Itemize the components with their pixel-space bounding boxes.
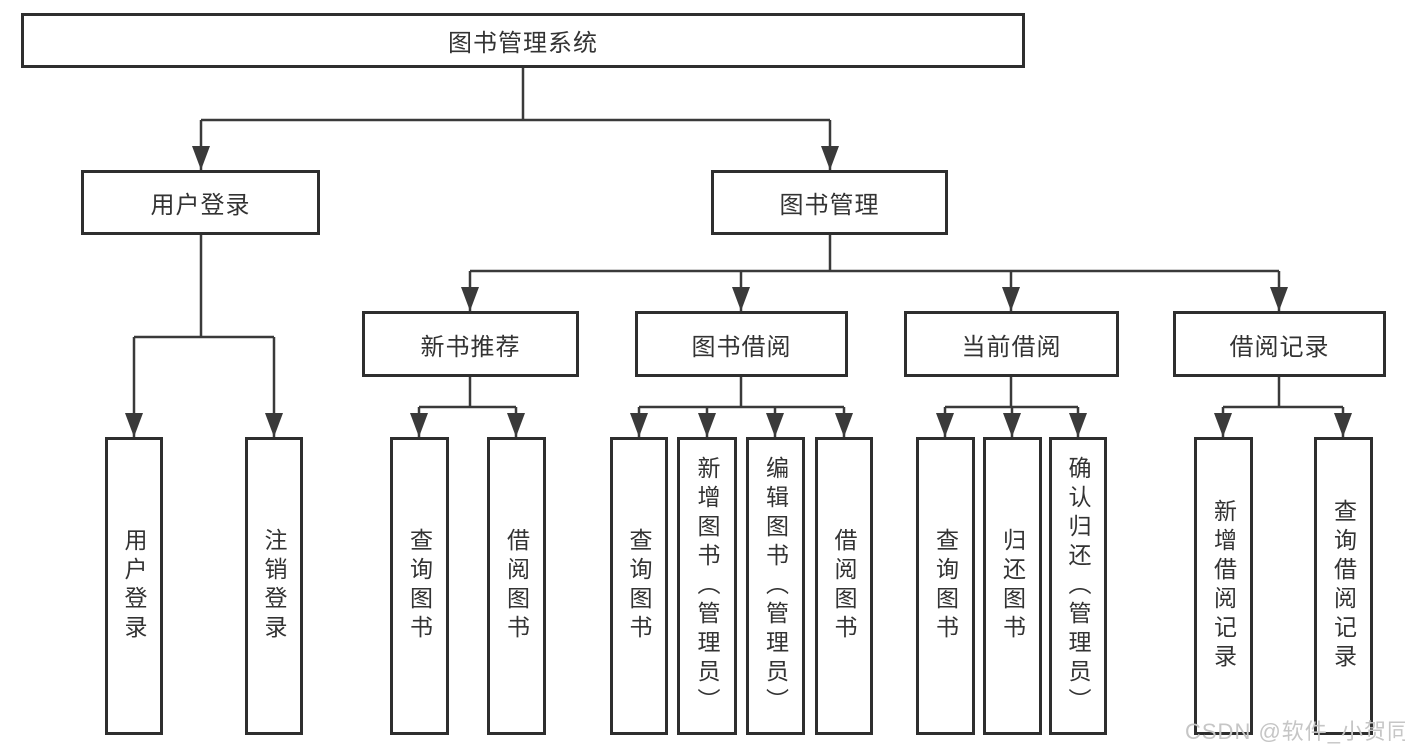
node-book-management: 图书管理 xyxy=(711,170,948,235)
leaf-label: 归还图书 xyxy=(999,528,1026,644)
node-new-book-recommend: 新书推荐 xyxy=(362,311,579,377)
connector-trunks xyxy=(134,68,1343,409)
leaf-label: 用户登录 xyxy=(121,528,147,644)
node-label: 新书推荐 xyxy=(420,333,521,361)
csdn-watermark: CSDN @软件_小贺同学 xyxy=(1185,719,1405,744)
leaf-borrow-books: 借阅图书 xyxy=(815,437,873,735)
leaf-label: 查询图书 xyxy=(932,528,959,644)
leaf-borrow-books-recommend: 借阅图书 xyxy=(487,437,546,735)
leaf-return-book: 归还图书 xyxy=(983,437,1042,735)
node-user-login: 用户登录 xyxy=(81,170,320,235)
node-borrow-records: 借阅记录 xyxy=(1173,311,1386,377)
leaf-label: 编辑图书（管理员） xyxy=(762,455,789,717)
node-label: 图书管理系统 xyxy=(448,30,598,57)
leaf-label: 借阅图书 xyxy=(831,528,857,644)
leaf-edit-book-admin: 编辑图书（管理员） xyxy=(746,437,805,735)
node-book-borrow: 图书借阅 xyxy=(635,311,848,377)
leaf-label: 注销登录 xyxy=(261,528,287,644)
leaf-label: 查询图书 xyxy=(406,528,433,644)
leaf-query-books-recommend: 查询图书 xyxy=(390,437,449,735)
leaf-query-books-current: 查询图书 xyxy=(916,437,975,735)
node-label: 图书借阅 xyxy=(691,333,792,361)
leaf-label: 新增图书（管理员） xyxy=(694,455,720,717)
leaf-query-books-borrow: 查询图书 xyxy=(610,437,668,735)
node-system-root: 图书管理系统 xyxy=(21,13,1025,68)
leaf-add-borrow-record: 新增借阅记录 xyxy=(1194,437,1253,735)
leaf-logout: 注销登录 xyxy=(245,437,303,735)
node-current-borrow: 当前借阅 xyxy=(904,311,1119,377)
leaf-label: 确认归还（管理员） xyxy=(1065,455,1091,717)
node-label: 当前借阅 xyxy=(961,333,1062,361)
leaf-label: 借阅图书 xyxy=(503,528,530,644)
leaf-label: 查询图书 xyxy=(626,528,652,644)
node-label: 借阅记录 xyxy=(1229,333,1330,361)
node-label: 图书管理 xyxy=(779,192,880,219)
leaf-add-book-admin: 新增图书（管理员） xyxy=(677,437,737,735)
leaf-query-borrow-record: 查询借阅记录 xyxy=(1314,437,1373,735)
leaf-label: 新增借阅记录 xyxy=(1210,499,1237,673)
leaf-confirm-return-admin: 确认归还（管理员） xyxy=(1049,437,1107,735)
node-label: 用户登录 xyxy=(150,192,251,219)
leaf-label: 查询借阅记录 xyxy=(1330,499,1357,673)
leaf-user-login: 用户登录 xyxy=(105,437,163,735)
